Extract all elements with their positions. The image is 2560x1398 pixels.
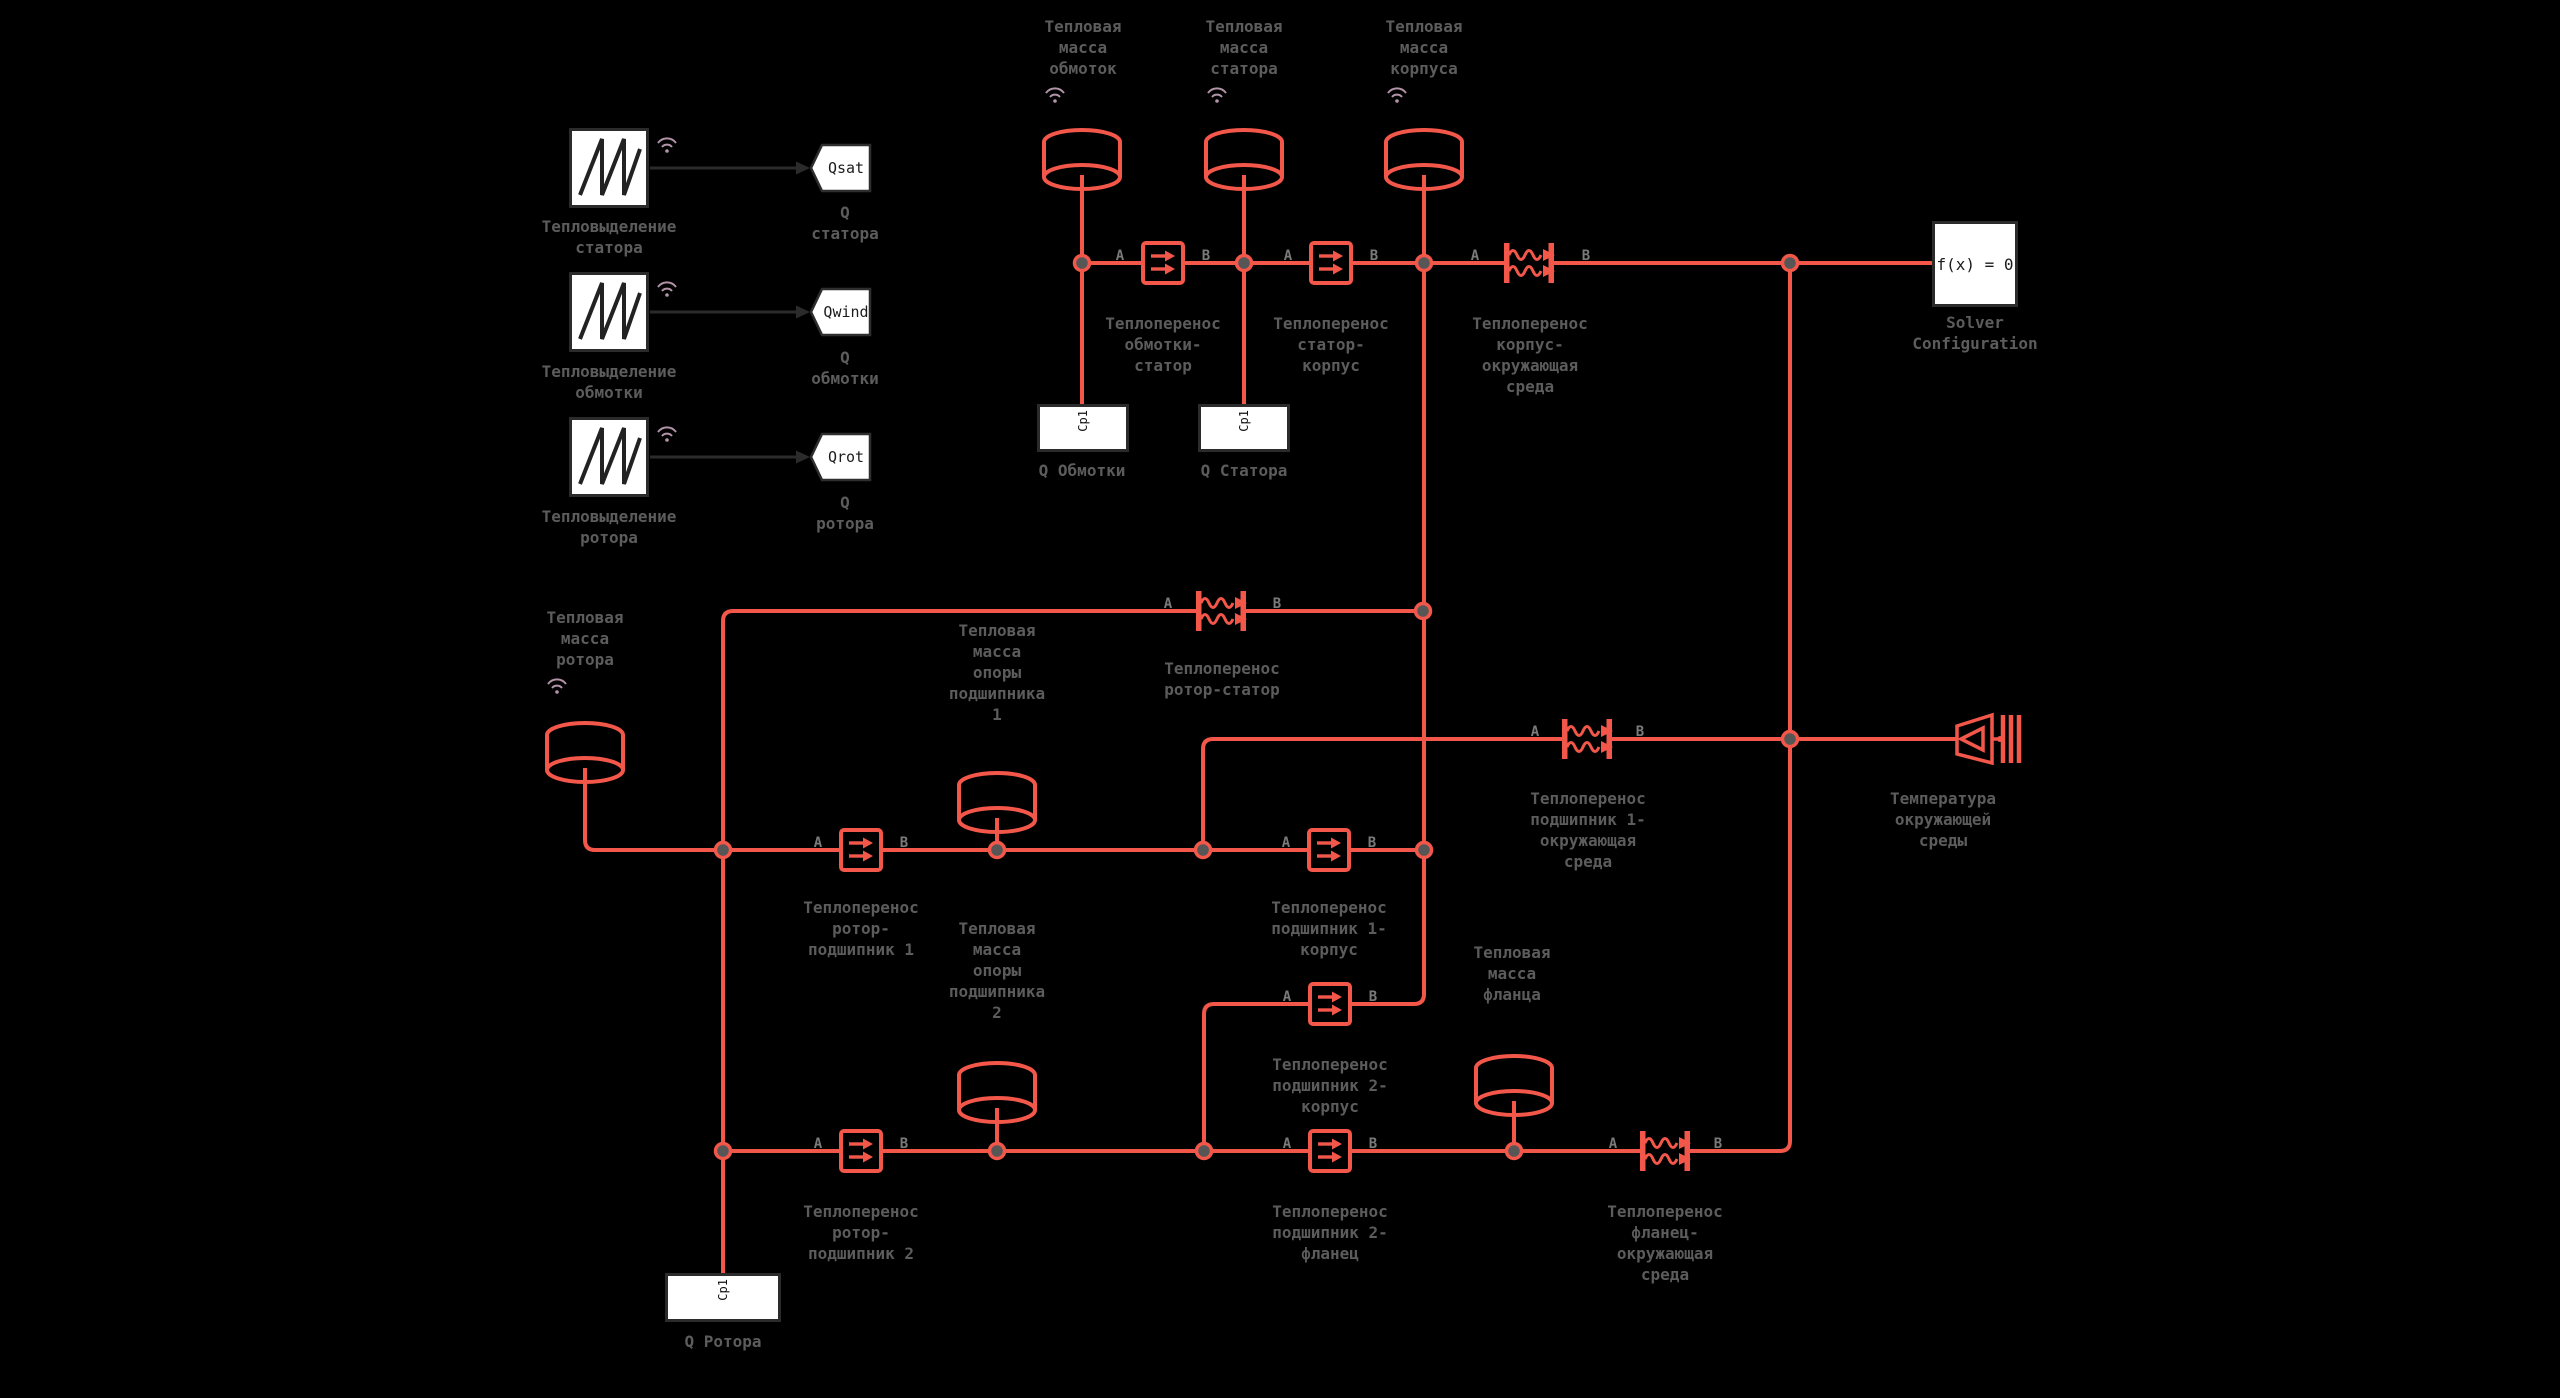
port-b: B	[1713, 1136, 1723, 1152]
port-a: A	[1608, 1136, 1618, 1152]
wireless-logging-icon	[1207, 87, 1227, 104]
label-convection-rotor-stator: Теплоперенос ротор-статор	[1164, 659, 1280, 699]
heat-input-stator-block[interactable]: Cp1	[1198, 404, 1290, 452]
label-tag-q-winding: Q обмотки	[811, 348, 879, 388]
cpl-port-label: Cp1	[1237, 410, 1251, 432]
port-b: B	[1368, 1136, 1378, 1152]
wireless-logging-icon	[657, 281, 677, 298]
label-mass-windings: Тепловая масса обмоток	[1044, 17, 1122, 78]
port-a: A	[813, 1136, 823, 1152]
port-a: A	[1163, 596, 1173, 612]
goto-tag-qsat-text: Qsat	[827, 159, 865, 177]
port-a: A	[1282, 989, 1292, 1005]
thermal-wires[interactable]	[583, 175, 1957, 1275]
port-b: B	[1635, 724, 1645, 740]
port-b: B	[1367, 835, 1377, 851]
cpl-port-label: Cp1	[716, 1279, 730, 1301]
label-heat-gen-winding: Тепловыделение обмотки	[541, 362, 677, 402]
label-mass-bearing2: Тепловая масса опоры подшипника 2	[948, 919, 1046, 1022]
label-convection-housing-ambient: Теплоперенос корпус- окружающая среда	[1472, 314, 1588, 396]
port-b: B	[1369, 248, 1379, 264]
port-a: A	[1530, 724, 1540, 740]
label-tag-q-stator: Q статора	[811, 203, 879, 243]
label-solver-configuration: Solver Configuration	[1912, 313, 2038, 353]
goto-tag-qrot[interactable]: Qrot	[809, 431, 873, 483]
conduction-bearing1-housing[interactable]	[1307, 828, 1351, 872]
label-conduction-bearing2-housing: Теплоперенос подшипник 2- корпус	[1272, 1055, 1388, 1116]
port-a: A	[1115, 248, 1125, 264]
label-tag-q-rotor: Q ротора	[816, 493, 874, 533]
goto-tag-qwind-text: Qwind	[823, 303, 869, 321]
heat-gen-stator-block[interactable]	[568, 127, 650, 209]
label-conduction-bearing1-housing: Теплоперенос подшипник 1- корпус	[1271, 898, 1387, 959]
label-heat-input-stator: Q Статора	[1200, 461, 1288, 480]
goto-tag-qwind[interactable]: Qwind	[809, 286, 873, 338]
ambient-temperature-source[interactable]	[1957, 715, 2019, 763]
label-heat-gen-rotor: Тепловыделение ротора	[541, 507, 677, 547]
port-b: B	[1581, 248, 1591, 264]
label-mass-stator: Тепловая масса статора	[1205, 17, 1283, 78]
port-a: A	[1281, 835, 1291, 851]
convection-flange-ambient[interactable]	[1638, 1129, 1693, 1173]
signal-arrowheads	[796, 161, 810, 464]
goto-tag-qrot-text: Qrot	[827, 448, 865, 466]
port-b: B	[1368, 989, 1378, 1005]
label-mass-bearing1: Тепловая масса опоры подшипника 1	[948, 621, 1046, 724]
wireless-logging-icon	[657, 426, 677, 443]
label-mass-housing: Тепловая масса корпуса	[1385, 17, 1463, 78]
label-conduction-rotor-bearing1: Теплоперенос ротор- подшипник 1	[803, 898, 919, 959]
label-heat-input-windings: Q Обмотки	[1038, 461, 1126, 480]
conduction-stator-housing[interactable]	[1309, 241, 1353, 285]
wireless-logging-icon	[1045, 87, 1065, 104]
conduction-rotor-bearing2[interactable]	[839, 1129, 883, 1173]
goto-tag-qsat[interactable]: Qsat	[809, 142, 873, 194]
solver-equation-text: f(x) = 0	[1936, 254, 2014, 274]
label-ambient-temperature: Температура окружающей среды	[1890, 789, 1996, 850]
label-convection-flange-ambient: Теплоперенос фланец- окружающая среда	[1607, 1202, 1723, 1284]
label-mass-flange: Тепловая масса фланца	[1473, 943, 1551, 1004]
convection-bearing1-ambient[interactable]	[1560, 717, 1615, 761]
label-convection-bearing1-ambient: Теплоперенос подшипник 1- окружающая сре…	[1530, 789, 1646, 871]
label-conduction-stator-housing: Теплоперенос статор- корпус	[1273, 314, 1389, 375]
wireless-logging-icon	[1387, 87, 1407, 104]
label-mass-rotor: Тепловая масса ротора	[546, 608, 624, 669]
label-heat-input-rotor: Q Ротора	[684, 1332, 762, 1351]
wireless-logging-icon	[547, 678, 567, 695]
cpl-port-label: Cp1	[1076, 410, 1090, 432]
heat-input-rotor-block[interactable]: Cp1	[665, 1273, 781, 1322]
junction-dots	[713, 253, 1800, 1161]
port-a: A	[1470, 248, 1480, 264]
heat-gen-rotor-block[interactable]	[568, 416, 650, 498]
port-b: B	[899, 835, 909, 851]
convection-housing-ambient[interactable]	[1502, 241, 1557, 285]
label-conduction-bearing2-flange: Теплоперенос подшипник 2- фланец	[1272, 1202, 1388, 1263]
port-a: A	[813, 835, 823, 851]
port-a: A	[1282, 1136, 1292, 1152]
solver-configuration-block[interactable]: f(x) = 0	[1932, 221, 2018, 307]
port-b: B	[1272, 596, 1282, 612]
wireless-logging-icon	[657, 137, 677, 154]
label-conduction-rotor-bearing2: Теплоперенос ротор- подшипник 2	[803, 1202, 919, 1263]
label-conduction-windings-stator: Теплоперенос обмотки- статор	[1105, 314, 1221, 375]
heat-gen-winding-block[interactable]	[568, 271, 650, 353]
conduction-rotor-bearing1[interactable]	[839, 828, 883, 872]
conduction-bearing2-housing[interactable]	[1308, 982, 1352, 1026]
conduction-bearing2-flange[interactable]	[1308, 1129, 1352, 1173]
port-b: B	[1201, 248, 1211, 264]
signal-wires[interactable]	[650, 166, 797, 459]
convection-rotor-stator[interactable]	[1194, 589, 1249, 633]
port-b: B	[899, 1136, 909, 1152]
conduction-windings-stator[interactable]	[1141, 241, 1185, 285]
port-a: A	[1283, 248, 1293, 264]
label-heat-gen-stator: Тепловыделение статора	[541, 217, 677, 257]
heat-input-windings-block[interactable]: Cp1	[1037, 404, 1129, 452]
